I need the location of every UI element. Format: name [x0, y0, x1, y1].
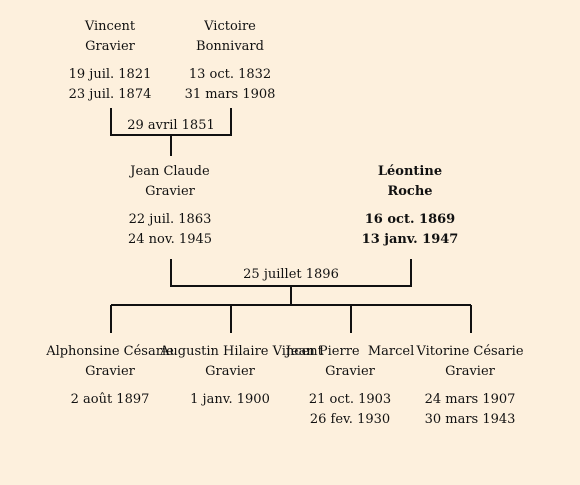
person-first-name: Vitorine Césarie [416, 344, 524, 359]
person-birth-date: 16 oct. 1869 [364, 212, 456, 227]
person-death-date: 23 juil. 1874 [68, 87, 152, 102]
person-first-name: Jean Pierre Marcel [285, 344, 415, 359]
person-vincent[interactable]: Vincent Gravier 19 juil. 1821 23 juil. 1… [40, 17, 180, 105]
person-birth-date: 19 juil. 1821 [68, 67, 152, 82]
person-death-date: 31 mars 1908 [184, 87, 276, 102]
person-birth-date: 1 janv. 1900 [190, 392, 270, 407]
person-last-name: Gravier [85, 364, 135, 379]
person-augustin[interactable]: Augustin Hilaire Vincent Gravier 1 janv.… [160, 342, 323, 410]
union-date-1: 29 avril 1851 [127, 118, 215, 133]
person-birth-date: 21 oct. 1903 [308, 392, 392, 407]
person-birth-date: 13 oct. 1832 [188, 67, 272, 82]
person-death-date: 26 fev. 1930 [309, 412, 391, 427]
person-first-name: Augustin Hilaire Vincent [160, 344, 323, 359]
person-jean-claude[interactable]: Jean Claude Gravier 22 juil. 1863 24 nov… [100, 162, 240, 250]
person-first-name: Jean Claude [130, 164, 210, 179]
person-last-name: Gravier [145, 184, 195, 199]
person-death-date: 30 mars 1943 [424, 412, 516, 427]
person-alphonsine[interactable]: Alphonsine Césarie Gravier 2 août 1897 [40, 342, 180, 410]
person-last-name: Gravier [325, 364, 375, 379]
person-first-name: Léontine [377, 164, 443, 179]
person-victoire[interactable]: Victoire Bonnivard 13 oct. 1832 31 mars … [160, 17, 300, 105]
union-date-2: 25 juillet 1896 [243, 267, 339, 282]
person-vitorine[interactable]: Vitorine Césarie Gravier 24 mars 1907 30… [400, 342, 540, 430]
person-birth-date: 24 mars 1907 [424, 392, 516, 407]
person-first-name: Alphonsine Césarie [46, 344, 174, 359]
person-last-name: Gravier [205, 364, 255, 379]
person-first-name: Victoire [204, 19, 256, 34]
person-death-date: 13 janv. 1947 [361, 232, 459, 247]
person-leontine[interactable]: Léontine Roche 16 oct. 1869 13 janv. 194… [340, 162, 480, 250]
person-first-name: Vincent [84, 19, 136, 34]
person-birth-date: 22 juil. 1863 [128, 212, 212, 227]
person-last-name: Bonnivard [196, 39, 264, 54]
person-birth-date: 2 août 1897 [70, 392, 150, 407]
person-last-name: Gravier [445, 364, 495, 379]
person-death-date: 24 nov. 1945 [127, 232, 213, 247]
person-jean-pierre[interactable]: Jean Pierre Marcel Gravier 21 oct. 1903 … [280, 342, 420, 430]
person-last-name: Roche [387, 184, 433, 199]
person-last-name: Gravier [85, 39, 135, 54]
